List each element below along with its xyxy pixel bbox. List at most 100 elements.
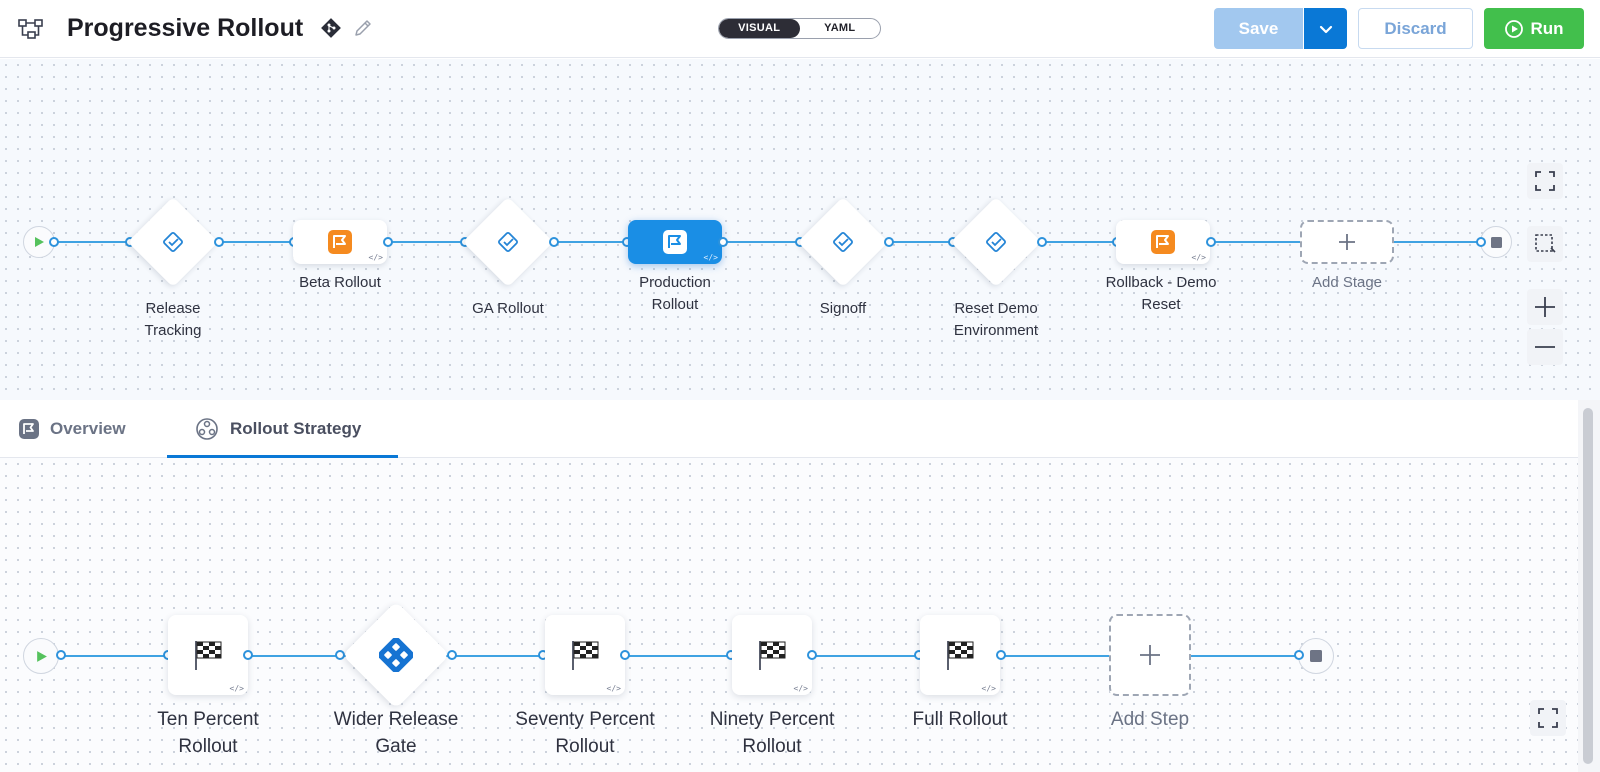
step-ninety-percent-rollout[interactable]: </> <box>732 615 812 695</box>
connector-port <box>49 237 59 247</box>
tab-overview-label: Overview <box>50 419 126 438</box>
connector-port <box>1206 237 1216 247</box>
checkered-flag-icon <box>195 641 222 670</box>
chevron-down-icon <box>1319 25 1332 33</box>
stage-connector <box>54 241 1484 243</box>
code-marker: </> <box>1191 253 1206 262</box>
add-stage-label: Add Stage <box>1311 274 1383 291</box>
approval-icon <box>828 227 858 257</box>
approval-icon <box>493 227 523 257</box>
step-full-rollout[interactable]: </> <box>920 615 1000 695</box>
checkered-flag-icon <box>947 641 974 670</box>
code-marker: </> <box>981 684 996 693</box>
tab-overview[interactable]: Overview <box>18 400 126 458</box>
plus-icon <box>1140 645 1160 665</box>
feature-flag-icon <box>1151 230 1175 254</box>
checkered-flag-icon <box>759 641 786 670</box>
stage-rollback-demo-reset[interactable]: </> <box>1116 220 1210 264</box>
feature-flag-icon <box>663 230 687 254</box>
approval-icon <box>158 227 188 257</box>
panel-scrollbar-thumb[interactable] <box>1583 408 1593 764</box>
step-ten-percent-rollout[interactable]: </> <box>168 615 248 695</box>
checkered-flag-icon <box>572 641 599 670</box>
plus-icon <box>1339 234 1355 250</box>
connector-port <box>884 237 894 247</box>
tab-rollout-strategy[interactable]: Rollout Strategy <box>194 400 361 458</box>
connector-port <box>243 650 253 660</box>
selection-icon <box>1535 234 1556 253</box>
add-step-button[interactable] <box>1109 614 1191 696</box>
edit-pencil-icon[interactable] <box>352 17 374 39</box>
connector-port <box>1294 650 1304 660</box>
connector-port <box>214 237 224 247</box>
zoom-out-button[interactable] <box>1527 329 1563 365</box>
stage-label: Signoff <box>819 300 867 317</box>
step-canvas[interactable] <box>0 458 1578 772</box>
gate-icon <box>378 637 414 673</box>
stage-production-rollout[interactable]: </> <box>628 220 722 264</box>
code-marker: </> <box>368 253 383 262</box>
stop-icon <box>1490 236 1502 248</box>
expand-icon <box>1538 708 1558 728</box>
save-options-button[interactable] <box>1303 8 1347 49</box>
code-marker: </> <box>793 684 808 693</box>
fit-to-screen-button[interactable] <box>1527 163 1563 199</box>
select-area-button[interactable] <box>1527 226 1563 262</box>
connector-port <box>620 650 630 660</box>
pipeline-title: Progressive Rollout <box>67 14 304 42</box>
connector-port <box>718 237 728 247</box>
play-icon <box>35 237 44 247</box>
connector-port <box>807 650 817 660</box>
save-button-group: Save <box>1214 8 1347 49</box>
pipeline-header: Progressive Rollout VISUAL YAML Save Dis… <box>0 0 1600 58</box>
step-start-node <box>23 638 59 674</box>
git-icon <box>321 18 341 38</box>
overview-icon <box>19 419 39 439</box>
plus-icon <box>1535 297 1555 317</box>
stage-beta-rollout[interactable]: </> <box>293 220 387 264</box>
step-seventy-percent-rollout[interactable]: </> <box>545 615 625 695</box>
connector-port <box>1037 237 1047 247</box>
visual-mode-button[interactable]: VISUAL <box>719 19 800 38</box>
stage-tabs: Overview Rollout Strategy <box>0 400 1578 458</box>
connector-port <box>549 237 559 247</box>
tab-rollout-strategy-label: Rollout Strategy <box>230 419 362 438</box>
step-connector <box>62 655 1312 657</box>
stage-label: GA Rollout <box>472 300 544 317</box>
connector-port <box>447 650 457 660</box>
stop-icon <box>1310 650 1322 662</box>
strategy-icon <box>196 418 218 440</box>
fit-to-screen-button-steps[interactable] <box>1530 700 1566 736</box>
run-label: Run <box>1530 18 1564 38</box>
code-marker: </> <box>606 684 621 693</box>
connector-port <box>335 650 345 660</box>
play-icon <box>36 650 47 662</box>
connector-port <box>383 237 393 247</box>
stage-label: Beta Rollout <box>299 274 381 291</box>
run-button[interactable]: Run <box>1484 8 1584 49</box>
minus-icon <box>1535 346 1555 348</box>
code-marker: </> <box>703 253 718 262</box>
active-tab-indicator <box>167 455 398 458</box>
add-stage-button[interactable] <box>1300 220 1394 264</box>
connector-port <box>996 650 1006 660</box>
zoom-in-button[interactable] <box>1527 289 1563 325</box>
connector-port <box>56 650 66 660</box>
yaml-mode-button[interactable]: YAML <box>824 22 856 34</box>
expand-icon <box>1535 171 1555 191</box>
discard-button[interactable]: Discard <box>1358 8 1473 49</box>
play-circle-icon <box>1505 19 1524 38</box>
code-marker: </> <box>229 684 244 693</box>
view-mode-toggle: VISUAL YAML <box>718 18 881 39</box>
step-label: Full Rollout <box>912 709 1008 730</box>
pipeline-icon <box>18 19 43 39</box>
save-button[interactable]: Save <box>1214 8 1303 49</box>
